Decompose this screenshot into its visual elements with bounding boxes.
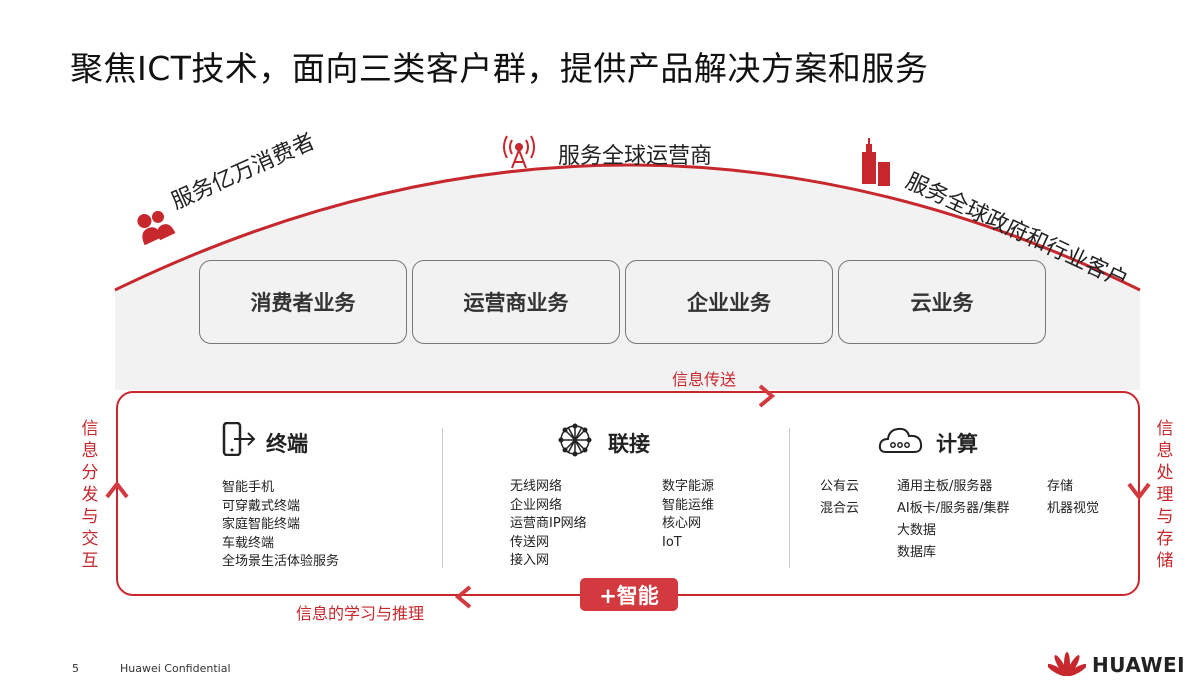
terminal-list: 智能手机 可穿戴式终端 家庭智能终端 车载终端 全场景生活体验服务 <box>222 479 339 572</box>
chevron-right-icon <box>758 384 776 408</box>
arrow-down-icon <box>1127 482 1151 501</box>
list-item: 混合云 <box>820 501 860 516</box>
compute-title: 计算 <box>936 432 978 456</box>
flow-top-label: 信息传送 <box>672 370 737 389</box>
huawei-logo: HUAWEI <box>1048 650 1185 680</box>
cloud-icon <box>878 427 923 453</box>
page-title: 聚焦ICT技术，面向三类客户群，提供产品解决方案和服务 <box>70 49 929 88</box>
confidential-label: Huawei Confidential <box>120 662 231 675</box>
huawei-petal-icon <box>1048 652 1086 677</box>
list-item: 车载终端 <box>222 535 275 551</box>
phone-icon <box>222 422 256 456</box>
compute-list-1: 公有云 混合云 <box>820 476 859 520</box>
list-item: 运营商IP网络 <box>510 516 587 531</box>
list-item: 智能运维 <box>662 497 715 513</box>
list-item: AI板卡/服务器/集群 <box>897 501 1010 516</box>
list-item: 数字能源 <box>662 479 715 494</box>
arrow-up-icon <box>105 480 129 499</box>
list-item: 机器视觉 <box>1047 501 1100 516</box>
list-item: 全场景生活体验服务 <box>222 554 340 569</box>
chevron-left-icon <box>454 585 472 609</box>
list-item: 可穿戴式终端 <box>222 498 301 514</box>
flow-left-label: 信息分发与交互 <box>81 419 99 571</box>
list-item: 大数据 <box>897 523 937 538</box>
terminal-title: 终端 <box>266 432 308 456</box>
divider <box>789 428 790 568</box>
list-item: 存储 <box>1047 479 1074 494</box>
network-icon <box>558 423 592 457</box>
flow-bottom-label: 信息的学习与推理 <box>296 604 425 623</box>
list-item: 数据库 <box>897 545 937 560</box>
ai-badge: +智能 <box>580 578 678 611</box>
brand-name: HUAWEI <box>1092 653 1186 677</box>
list-item: 家庭智能终端 <box>222 517 301 532</box>
carriers-label: 服务全球运营商 <box>558 144 713 169</box>
business-enterprise: 企业业务 <box>625 260 833 344</box>
list-item: 无线网络 <box>510 479 563 494</box>
list-item: 智能手机 <box>222 480 275 495</box>
list-item: IoT <box>662 534 682 550</box>
list-item: 通用主板/服务器 <box>897 479 993 494</box>
connect-list-2: 数字能源 智能运维 核心网 IoT <box>662 478 714 552</box>
compute-list-3: 存储 机器视觉 <box>1047 476 1099 520</box>
business-cloud: 云业务 <box>838 260 1046 344</box>
divider <box>442 428 443 568</box>
business-carrier: 运营商业务 <box>412 260 620 344</box>
people-icon <box>137 210 176 246</box>
compute-list-2: 通用主板/服务器 AI板卡/服务器/集群 大数据 数据库 <box>897 476 1010 564</box>
list-item: 接入网 <box>510 553 550 568</box>
list-item: 企业网络 <box>510 497 563 513</box>
list-item: 公有云 <box>820 479 860 494</box>
list-item: 传送网 <box>510 534 550 550</box>
business-consumer: 消费者业务 <box>199 260 407 344</box>
antenna-icon <box>503 135 535 169</box>
connect-title: 联接 <box>608 432 650 456</box>
connect-list-1: 无线网络 企业网络 运营商IP网络 传送网 接入网 <box>510 478 587 571</box>
list-item: 核心网 <box>662 516 702 531</box>
page-number: 5 <box>72 662 79 675</box>
building-icon <box>862 138 890 186</box>
flow-right-label: 信息处理与存储 <box>1156 419 1174 571</box>
